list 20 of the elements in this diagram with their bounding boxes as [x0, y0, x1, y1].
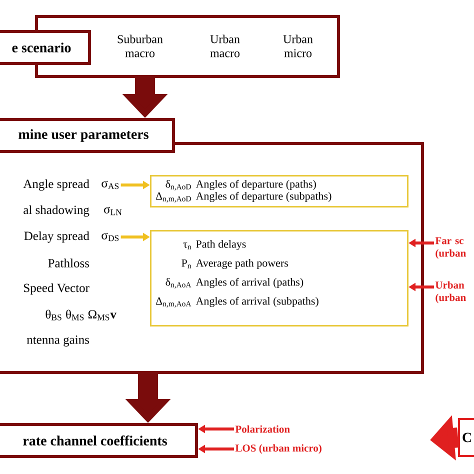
parameter-symbol: σ$_{LN}$: [104, 206, 122, 216]
header-box: e scenario: [0, 30, 91, 65]
header-box: mine user parameters: [0, 118, 175, 153]
parameter-label: Angle spread: [23, 179, 90, 191]
parameter-label: al shadowing: [24, 205, 90, 217]
header-box: rate channel coefficients: [0, 423, 198, 458]
parameter-label: Speed Vector: [24, 283, 90, 295]
parameter-symbol: σ$_{AS}$: [102, 180, 119, 190]
parameter-label: Delay spread: [24, 231, 90, 243]
side-note: Far sc (urban: [435, 237, 466, 259]
side-note: Urban (urban: [435, 281, 466, 304]
header-box: C: [458, 418, 474, 457]
side-note: Polarization: [235, 425, 290, 433]
parameter-label: ntenna gains: [26, 336, 90, 346]
parameter-box: δ$_{n,AoD}$ Angles of departure (paths) Δ$_{n,m,AoD}$ Angles of departure (subpaths): [150, 175, 408, 208]
side-note: LOS (urban micro): [235, 444, 322, 454]
parameter-symbol: σ$_{DS}$: [102, 232, 119, 242]
parameter-symbol: θ$_{BS}$ θ$_{MS}$ Ω$_{MS}$v: [46, 310, 116, 320]
parameter-label: Pathloss: [48, 258, 89, 268]
parameter-box: τ$_{n}$ Path delays P$_{n}$ Average path powers δ$_{n,AoA}$ Angles of arrival (paths) Δ$_{n,m,AoA}$ Angles of arrival (subpaths): [150, 230, 408, 326]
